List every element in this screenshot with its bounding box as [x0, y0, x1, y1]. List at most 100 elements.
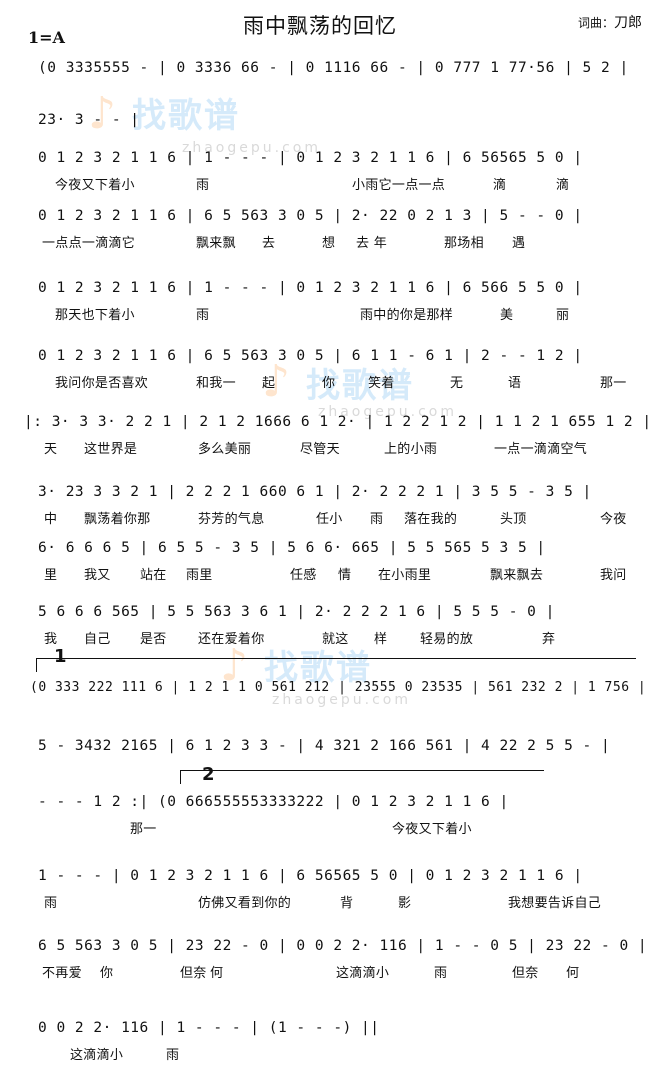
lyric-text: 样	[374, 632, 388, 647]
lyric-text: 丽	[556, 308, 570, 323]
lyric-text: 就这	[322, 632, 349, 647]
lyric-row: 不再爱 你 但奈 何 这滴滴小 雨 但奈 何	[0, 962, 670, 981]
notation-row: (0 3335555 - | 0 3336 66 - | 0 1116 66 -…	[38, 60, 629, 76]
lyric-text: 影	[398, 896, 412, 911]
lyric-text: 你	[322, 376, 336, 391]
song-title: 雨中飘荡的回忆	[243, 14, 397, 38]
lyric-text: 滴	[493, 178, 507, 193]
lyric-text: 何	[566, 966, 580, 981]
lyric-text: 多么美丽	[198, 442, 252, 457]
lyric-text: 雨	[196, 178, 210, 193]
lyric-text: 自己	[84, 632, 111, 647]
lyric-text: 上的小雨	[384, 442, 438, 457]
notation-row: 0 1 2 3 2 1 1 6 | 1 - - - | 0 1 2 3 2 1 …	[38, 150, 583, 166]
lyric-text: 仿佛又看到你的	[198, 896, 292, 911]
lyric-row: 中 飘荡着你那 芬芳的气息 任小 雨 落在我的 头顶 今夜	[0, 508, 670, 527]
notation-row: 23· 3 - - |	[38, 112, 140, 128]
lyric-row: 我 自己 是否 还在爱着你 就这 样 轻易的放 弃	[0, 628, 670, 647]
lyric-text: 去 年	[356, 236, 388, 251]
lyric-text: 滴	[556, 178, 570, 193]
lyric-text: 那场相	[444, 236, 484, 251]
notation-row: |: 3· 3 3· 2 2 1 | 2 1 2 1666 6 1 2· | 1…	[24, 414, 652, 430]
lyric-row: 里 我又 站在 雨里 任感 情 在小雨里 飘来飘去 我问	[0, 564, 670, 583]
lyric-row: 雨 仿佛又看到你的 背 影 我想要告诉自己	[0, 892, 670, 911]
lyric-text: 去	[262, 236, 276, 251]
lyric-text: 那一	[130, 822, 157, 837]
watermark-logo: 找歌谱	[132, 96, 240, 136]
second-ending-bracket	[180, 770, 544, 771]
lyric-text: 站在	[140, 568, 167, 583]
lyric-text: 雨中的你是那样	[360, 308, 454, 323]
lyric-text: 和我一	[196, 376, 236, 391]
lyric-text: 是否	[140, 632, 167, 647]
lyric-text: 雨	[370, 512, 384, 527]
lyric-text: 轻易的放	[420, 632, 474, 647]
lyric-text: 头顶	[500, 512, 527, 527]
lyric-text: 这世界是	[84, 442, 138, 457]
lyric-text: 起	[262, 376, 276, 391]
lyric-text: 无	[450, 376, 464, 391]
lyric-text: 背	[340, 896, 354, 911]
lyric-text: 你	[100, 966, 114, 981]
lyric-text: 雨里	[186, 568, 213, 583]
lyric-text: 飘来飘去	[490, 568, 544, 583]
notation-row: 3· 23 3 3 2 1 | 2 2 2 1 660 6 1 | 2· 2 2…	[38, 484, 592, 500]
lyric-text: 我又	[84, 568, 111, 583]
notation-row: 6· 6 6 6 5 | 6 5 5 - 3 5 | 5 6 6· 665 | …	[38, 540, 546, 556]
notation-row: - - - 1 2 :| (0 666555553333222 | 0 1 2 …	[38, 794, 509, 810]
lyric-text: 在小雨里	[378, 568, 432, 583]
lyric-text: 这滴滴小	[70, 1048, 124, 1063]
lyric-text: 想	[322, 236, 336, 251]
lyric-text: 雨	[196, 308, 210, 323]
lyric-text: 情	[338, 568, 352, 583]
lyric-text: 不再爱	[42, 966, 82, 981]
lyric-row: 这滴滴小 雨	[0, 1044, 670, 1063]
lyric-text: 雨	[166, 1048, 180, 1063]
notation-row: 6 5 563 3 0 5 | 23 22 - 0 | 0 0 2 2· 116…	[38, 938, 648, 954]
lyric-text: 遇	[512, 236, 526, 251]
lyric-text: 我	[44, 632, 58, 647]
lyric-text: 那一	[600, 376, 627, 391]
key-signature: 1=A	[28, 28, 65, 47]
lyric-text: 但奈	[512, 966, 539, 981]
notation-row: 0 1 2 3 2 1 1 6 | 6 5 563 3 0 5 | 6 1 1 …	[38, 348, 583, 364]
lyric-text: 任感	[290, 568, 317, 583]
lyric-text: 里	[44, 568, 58, 583]
second-ending-number: 2	[202, 764, 215, 785]
lyric-text: 今夜又下着小	[392, 822, 472, 837]
lyric-text: 小雨它一点一点	[352, 178, 446, 193]
notation-row: 0 1 2 3 2 1 1 6 | 1 - - - | 0 1 2 3 2 1 …	[38, 280, 583, 296]
lyric-row: 我问你是否喜欢 和我一 起 你 笑着 无 语 那一	[0, 372, 670, 391]
lyric-text: 落在我的	[404, 512, 458, 527]
lyric-text: 任小	[316, 512, 343, 527]
lyric-text: 一点一滴滴空气	[494, 442, 588, 457]
notation-row: 1 - - - | 0 1 2 3 2 1 1 6 | 6 56565 5 0 …	[38, 868, 583, 884]
lyric-text: 天	[44, 442, 58, 457]
credit-label: 词曲：	[577, 16, 614, 30]
lyric-text: 我想要告诉自己	[508, 896, 602, 911]
lyric-text: 我问你是否喜欢	[55, 376, 149, 391]
lyric-text: 弃	[542, 632, 556, 647]
notation-row: 0 0 2 2· 116 | 1 - - - | (1 - - -) ||	[38, 1020, 380, 1036]
lyric-text: 今夜	[600, 512, 627, 527]
lyric-text: 中	[44, 512, 58, 527]
first-ending-number: 1	[54, 646, 67, 667]
lyric-row: 那天也下着小 雨 雨中的你是那样 美 丽	[0, 304, 670, 323]
lyric-row: 那一 今夜又下着小	[0, 818, 670, 837]
credit-name: 刀郎	[614, 15, 642, 31]
lyric-text: 那天也下着小	[55, 308, 135, 323]
notation-row: 5 - 3432 2165 | 6 1 2 3 3 - | 4 321 2 16…	[38, 738, 611, 754]
lyric-text: 还在爱着你	[198, 632, 265, 647]
first-ending-bracket-edge	[36, 658, 37, 672]
lyric-row: 今夜又下着小 雨 小雨它一点一点 滴 滴	[0, 174, 670, 193]
lyric-text: 飘荡着你那	[84, 512, 151, 527]
lyric-text: 语	[508, 376, 522, 391]
notation-row: 5 6 6 6 565 | 5 5 563 3 6 1 | 2· 2 2 2 1…	[38, 604, 555, 620]
second-ending-bracket-edge	[180, 770, 181, 784]
lyric-text: 美	[500, 308, 514, 323]
lyric-text: 但奈	[180, 966, 207, 981]
lyric-text: 飘来飘	[196, 236, 236, 251]
lyric-text: 我问	[600, 568, 627, 583]
lyric-text: 雨	[44, 896, 58, 911]
lyric-text: 尽管天	[300, 442, 340, 457]
